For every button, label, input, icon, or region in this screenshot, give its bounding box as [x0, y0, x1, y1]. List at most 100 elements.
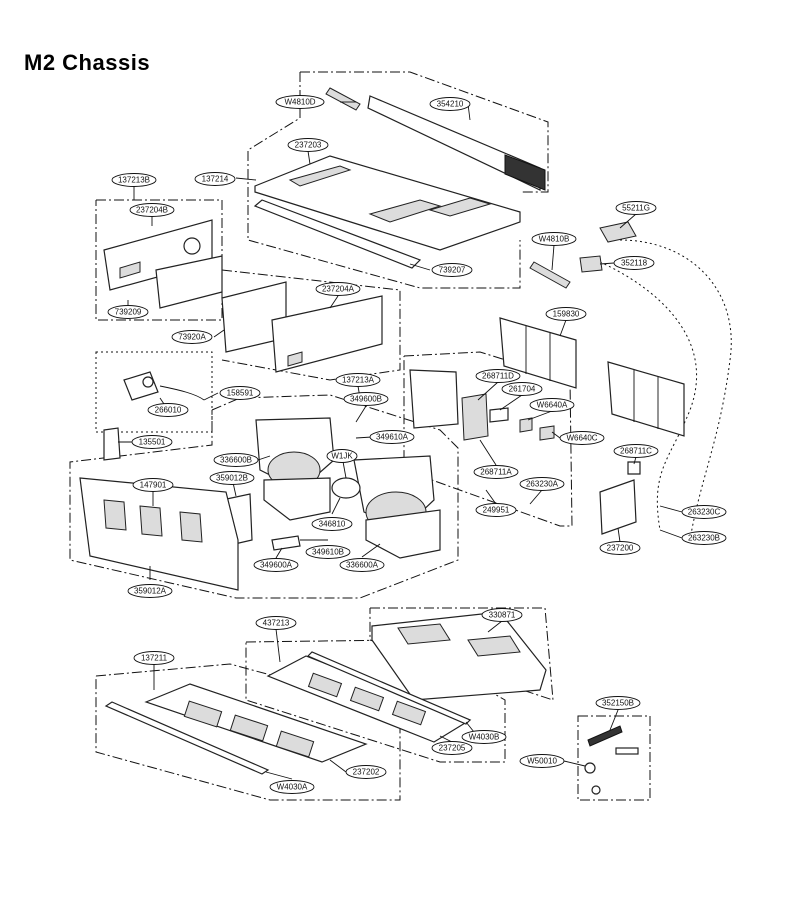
callout-W4810D: W4810D	[275, 95, 325, 109]
svg-text:437213: 437213	[263, 619, 290, 628]
base-tray-rib-2	[467, 635, 521, 657]
base-frame-cell-2	[229, 714, 269, 742]
filter-159830-a	[499, 317, 577, 389]
rail-W4030B	[306, 651, 472, 725]
base-frame-cell-3	[275, 730, 315, 758]
top-strip-354210	[367, 95, 541, 191]
svg-text:336600B: 336600B	[220, 456, 252, 465]
screw-352150B	[587, 725, 623, 747]
callout-55211G: 55211G	[615, 201, 657, 215]
callout-237204A: 237204A	[315, 282, 361, 296]
filter-frame-cell-2	[349, 686, 385, 712]
motor-266010	[123, 371, 159, 401]
callout-237205: 237205	[431, 741, 473, 755]
callout-354210: 354210	[429, 97, 471, 111]
svg-text:W4810D: W4810D	[284, 98, 315, 107]
callout-349610A: 349610A	[369, 430, 415, 444]
panel-237204A-window	[287, 351, 303, 367]
svg-text:352118: 352118	[621, 259, 648, 268]
callout-352150B: 352150B	[595, 696, 641, 710]
callout-159830: 159830	[545, 307, 587, 321]
base-parts	[104, 611, 639, 795]
top-plate-slot-2	[368, 199, 442, 223]
group-outline-top-left	[247, 72, 521, 289]
connector-352118	[579, 255, 603, 273]
callout-249951: 249951	[475, 503, 517, 517]
base-tray-330871	[371, 611, 547, 701]
base-tray-rib-1	[397, 623, 451, 645]
svg-text:349610A: 349610A	[376, 433, 409, 442]
callout-158591: 158591	[219, 386, 261, 400]
svg-text:263230B: 263230B	[688, 534, 720, 543]
svg-text:266010: 266010	[155, 406, 182, 415]
svg-text:268711C: 268711C	[620, 447, 652, 456]
filter-159830-b	[607, 361, 685, 437]
svg-text:359012B: 359012B	[216, 474, 248, 483]
group-outline-hardware	[577, 715, 651, 801]
filter-frame-cell-3	[391, 700, 427, 726]
callout-237200: 237200	[599, 541, 641, 555]
callout-268711D: 268711D	[475, 369, 521, 383]
svg-text:73920A: 73920A	[178, 333, 206, 342]
svg-text:349610B: 349610B	[312, 548, 344, 557]
page-title: M2 Chassis	[24, 50, 151, 75]
callout-739207: 739207	[431, 263, 473, 277]
callout-268711A: 268711A	[473, 465, 519, 479]
callout-W6640A: W6640A	[529, 398, 575, 412]
callout-349600A: 349600A	[253, 558, 299, 572]
svg-text:W4810B: W4810B	[539, 235, 570, 244]
callout-135501: 135501	[131, 435, 173, 449]
svg-text:55211G: 55211G	[622, 204, 650, 213]
svg-text:352150B: 352150B	[602, 699, 634, 708]
svg-text:237202: 237202	[353, 768, 380, 777]
svg-text:W4030A: W4030A	[277, 783, 308, 792]
svg-text:158591: 158591	[227, 389, 254, 398]
front-panel-window-1	[103, 499, 127, 531]
callout-W4030A: W4030A	[269, 780, 315, 794]
svg-text:346810: 346810	[319, 520, 346, 529]
group-outline-top	[300, 71, 549, 193]
motor-parts	[103, 371, 205, 461]
callout-359012B: 359012B	[209, 471, 255, 485]
relay-261704	[489, 407, 509, 423]
svg-text:349600B: 349600B	[350, 395, 382, 404]
svg-text:237200: 237200	[607, 544, 634, 553]
bracket-135501	[103, 427, 121, 461]
svg-text:137214: 137214	[202, 175, 229, 184]
fan-motor-346810	[331, 477, 361, 499]
washer-W50010	[584, 762, 596, 774]
callout-266010: 266010	[147, 403, 189, 417]
svg-text:135501: 135501	[139, 438, 166, 447]
callout-336600A: 336600A	[339, 558, 385, 572]
svg-text:263230A: 263230A	[526, 480, 559, 489]
svg-text:W1JK: W1JK	[331, 452, 353, 461]
filter-frame-cell-1	[307, 672, 343, 698]
small-bracket-W4810D	[325, 87, 361, 111]
clip-349600A	[271, 535, 301, 551]
callout-137213A: 137213A	[335, 373, 381, 387]
callout-237202: 237202	[345, 765, 387, 779]
svg-text:W6640C: W6640C	[566, 434, 597, 443]
svg-text:336600A: 336600A	[346, 561, 379, 570]
front-panel-window-3	[179, 511, 203, 543]
svg-text:W6640A: W6640A	[537, 401, 568, 410]
svg-text:W50010: W50010	[527, 757, 557, 766]
callout-263230A: 263230A	[519, 477, 565, 491]
lower-housing-left	[263, 477, 331, 521]
callout-W4030B: W4030B	[461, 730, 507, 744]
svg-text:249951: 249951	[483, 506, 510, 515]
connector-W6640C	[539, 425, 555, 441]
svg-text:137213B: 137213B	[118, 176, 150, 185]
left-panel-parts	[103, 219, 383, 373]
callout-W6640C: W6640C	[559, 431, 605, 445]
callout-237203: 237203	[287, 138, 329, 152]
svg-text:159830: 159830	[553, 310, 580, 319]
svg-text:137211: 137211	[141, 654, 168, 663]
top-strip-grille	[504, 154, 546, 191]
callout-147901: 147901	[132, 478, 174, 492]
cover-237200	[599, 479, 637, 535]
svg-text:359012A: 359012A	[134, 587, 167, 596]
svg-text:261704: 261704	[509, 385, 536, 394]
control-box	[409, 369, 459, 429]
